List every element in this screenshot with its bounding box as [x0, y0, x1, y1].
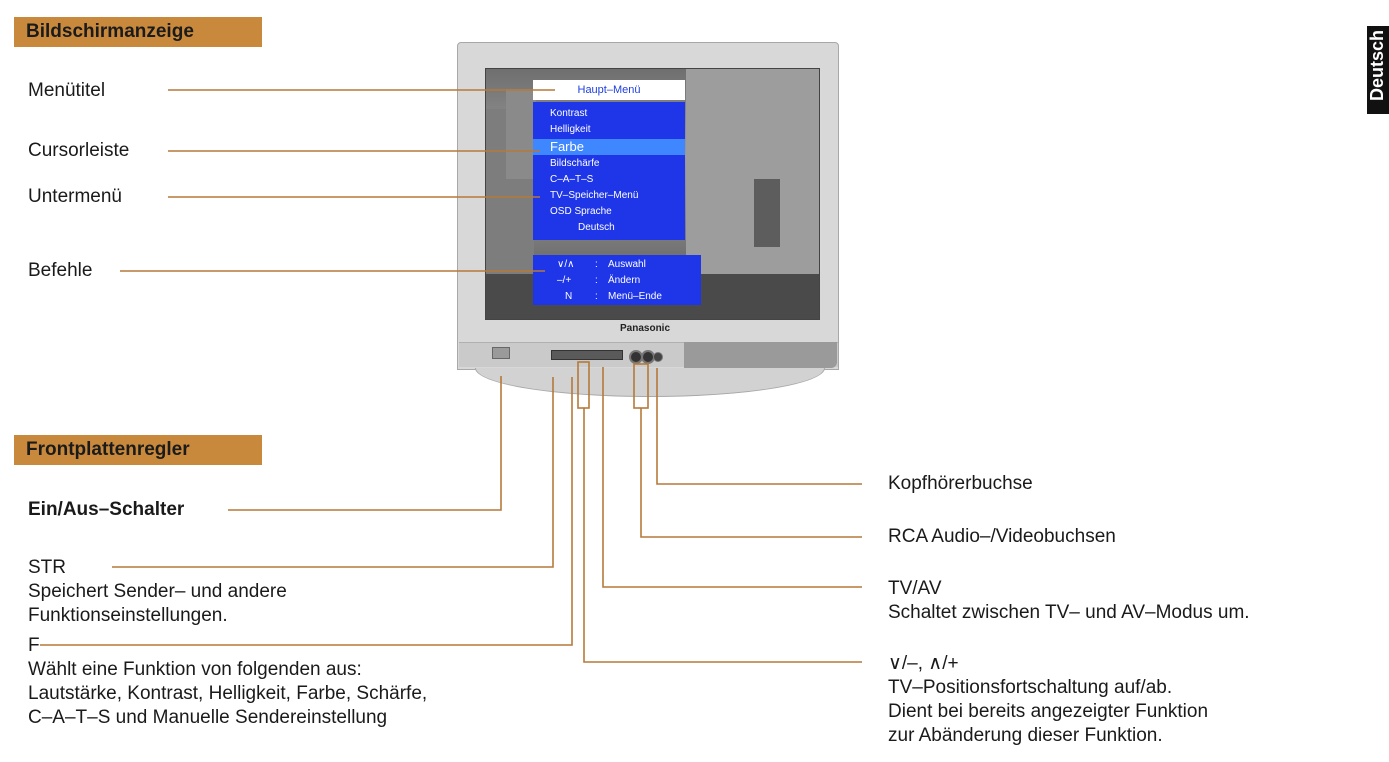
- language-tab-label: Deutsch: [1367, 30, 1387, 102]
- updown-title: ∨/–, ∧/+: [888, 653, 959, 674]
- osd-command-text: Menü–Ende: [608, 291, 662, 302]
- osd-command-colon: :: [595, 259, 598, 270]
- leader-tvav: [602, 367, 862, 588]
- label-menu-title: Menütitel: [28, 80, 106, 101]
- osd-cursor-bar: Farbe: [533, 139, 685, 155]
- f-line: Wählt eine Funktion von folgenden aus:: [28, 659, 362, 680]
- label-headphone-jack: Kopfhörerbuchse: [888, 473, 1033, 494]
- block-str: STR Speichert Sender– und andere Funktio…: [28, 556, 287, 628]
- osd-commands: ∨/∧ : Auswahl –/+ : Ändern N : Menü–Ende: [533, 255, 701, 305]
- language-side-tab: Deutsch: [1367, 26, 1389, 114]
- osd-item: OSD Sprache: [550, 206, 612, 217]
- bracket-rca: [633, 363, 649, 409]
- osd-command-text: Auswahl: [608, 259, 646, 270]
- tv-brand-logo: Panasonic: [620, 323, 671, 334]
- f-line: Lautstärke, Kontrast, Helligkeit, Farbe,…: [28, 683, 428, 704]
- headphone-jack[interactable]: [653, 352, 663, 362]
- osd-item: Deutsch: [578, 222, 615, 233]
- block-f: F Wählt eine Funktion von folgenden aus:…: [28, 634, 427, 730]
- leader-updown: [583, 408, 862, 663]
- tvav-desc: Schaltet zwischen TV– und AV–Modus um.: [888, 602, 1250, 623]
- tvav-title: TV/AV: [888, 578, 942, 599]
- label-submenu: Untermenü: [28, 186, 122, 207]
- osd-command-key: ∨/∧: [557, 259, 575, 270]
- updown-line: Dient bei bereits angezeigter Funktion: [888, 701, 1209, 722]
- label-commands: Befehle: [28, 260, 93, 281]
- osd-submenu: Kontrast Helligkeit Farbe Bildschärfe C–…: [533, 102, 685, 240]
- block-tvav: TV/AV Schaltet zwischen TV– und AV–Modus…: [888, 577, 1250, 625]
- building-window: [754, 179, 780, 247]
- block-updown: ∨/–, ∧/+ TV–Positionsfortschaltung auf/a…: [888, 652, 1208, 748]
- str-title: STR: [28, 557, 66, 578]
- str-line: Speichert Sender– und andere: [28, 581, 287, 602]
- osd-menu-title: Haupt–Menü: [533, 80, 685, 100]
- label-power-switch: Ein/Aus–Schalter: [28, 499, 185, 520]
- osd-item: TV–Speicher–Menü: [550, 190, 639, 201]
- label-cursor-bar: Cursorleiste: [28, 140, 130, 161]
- power-switch[interactable]: [492, 347, 510, 359]
- panel-buttons[interactable]: [551, 350, 623, 360]
- osd-item-selected: Farbe: [550, 139, 584, 154]
- osd-command-key: N: [565, 291, 573, 302]
- panel-dark-section: [684, 342, 837, 368]
- osd-item: Bildschärfe: [550, 158, 600, 169]
- osd-command-colon: :: [595, 291, 598, 302]
- leader-rca: [640, 408, 862, 538]
- str-line: Funktionseinstellungen.: [28, 605, 228, 626]
- leader-headphone: [656, 368, 862, 485]
- section-header-display: Bildschirmanzeige: [14, 17, 262, 47]
- updown-line: zur Abänderung dieser Funktion.: [888, 725, 1163, 746]
- leader-f: [40, 377, 573, 646]
- osd-command-colon: :: [595, 275, 598, 286]
- leader-power: [228, 376, 502, 511]
- osd-command-text: Ändern: [608, 275, 641, 286]
- label-rca-jacks: RCA Audio–/Videobuchsen: [888, 526, 1116, 547]
- bracket-updown: [577, 361, 590, 409]
- updown-line: TV–Positionsfortschaltung auf/ab.: [888, 677, 1173, 698]
- building-right: [686, 69, 819, 279]
- leader-str: [112, 377, 554, 568]
- osd-command-key: –/+: [557, 275, 572, 286]
- osd-item: Kontrast: [550, 108, 588, 119]
- f-title: F: [28, 635, 40, 656]
- osd-item: Helligkeit: [550, 124, 591, 135]
- osd-item: C–A–T–S: [550, 174, 594, 185]
- f-line: C–A–T–S und Manuelle Sendereinstellung: [28, 707, 388, 728]
- building-tower: [506, 89, 536, 179]
- section-header-front-panel: Frontplattenregler: [14, 435, 262, 465]
